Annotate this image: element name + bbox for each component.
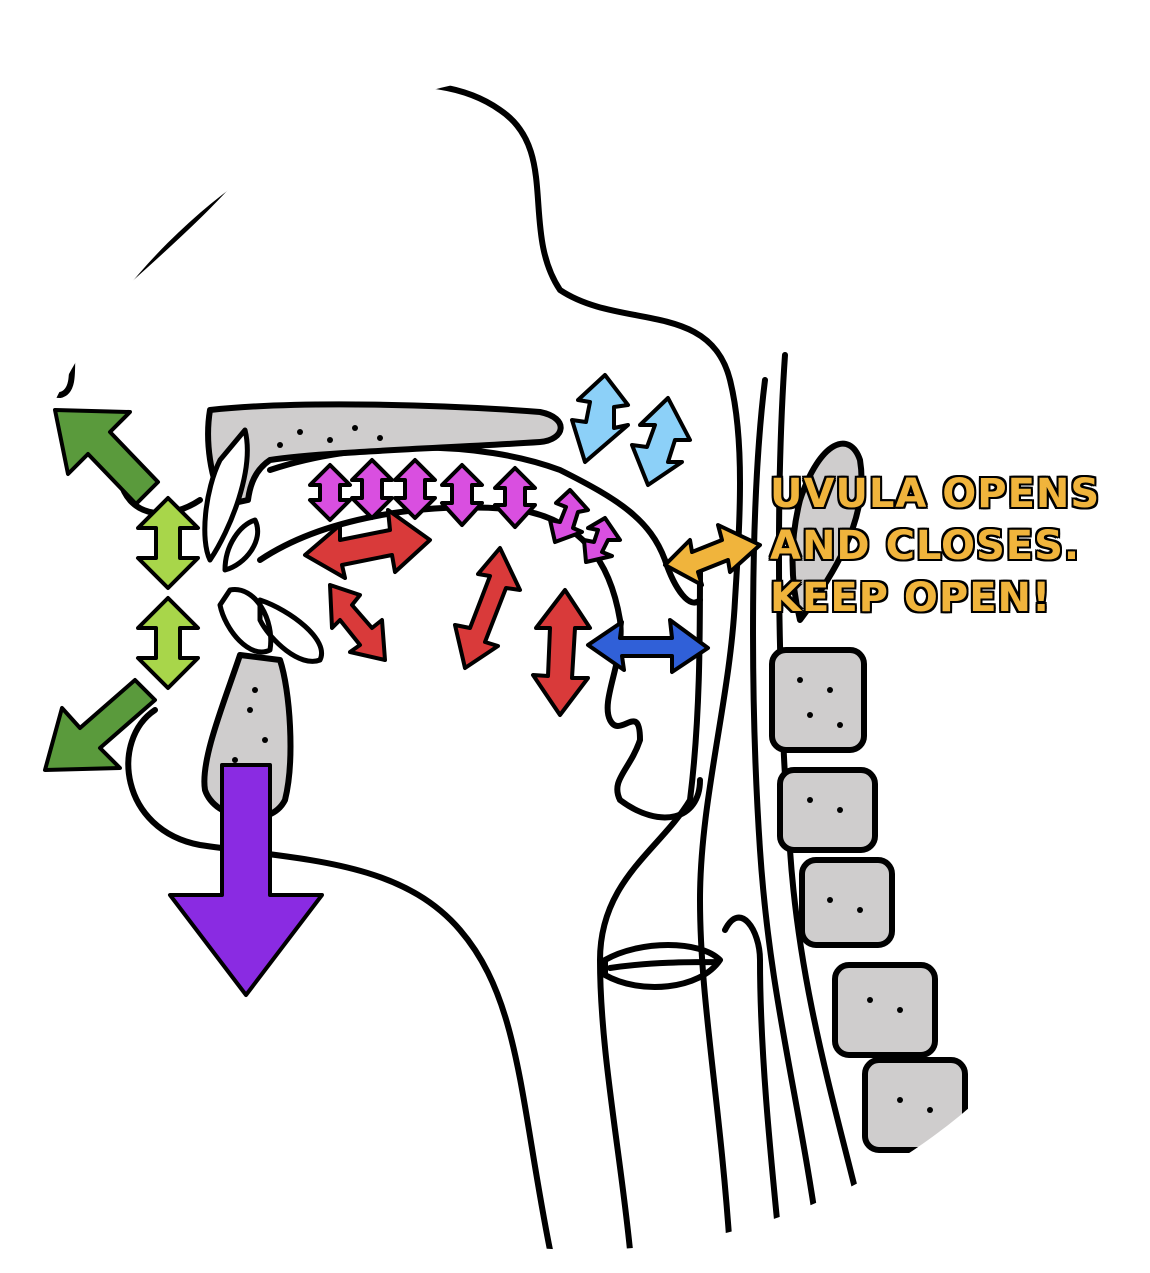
- upper-teeth: [202, 427, 261, 573]
- lower-teeth: [217, 587, 325, 664]
- lip-small-arrow-lower: [136, 596, 200, 690]
- uvula-annotation: UVULA OPENS AND CLOSES. KEEP OPEN!: [770, 468, 1140, 624]
- uvula-annotation-line-1: UVULA OPENS: [770, 471, 1101, 517]
- uvula-annotation-line-2: AND CLOSES.: [770, 523, 1081, 569]
- epiglottis-outline: [722, 914, 783, 1250]
- nasal-arrows: [570, 373, 692, 487]
- palate-arrows: [308, 458, 622, 564]
- pharynx-back-wall: [597, 557, 703, 1250]
- lip-small-arrow-upper: [136, 496, 200, 590]
- tongue-arrows: [303, 508, 592, 717]
- throat-arrow: [586, 618, 710, 674]
- vertebrae: [769, 647, 968, 1153]
- spinal-cord-line-front: [750, 377, 823, 1250]
- lower-lip-outline: [125, 707, 553, 1250]
- uvula-annotation-line-3: KEEP OPEN!: [770, 575, 1052, 621]
- larynx-outline: [602, 942, 723, 990]
- lip-outward-arrow-upper: [53, 408, 160, 506]
- uvula: [789, 440, 865, 623]
- lip-outward-arrow-lower: [43, 678, 157, 772]
- uvula-arrow: [663, 523, 762, 587]
- jaw-down-arrow: [168, 763, 324, 997]
